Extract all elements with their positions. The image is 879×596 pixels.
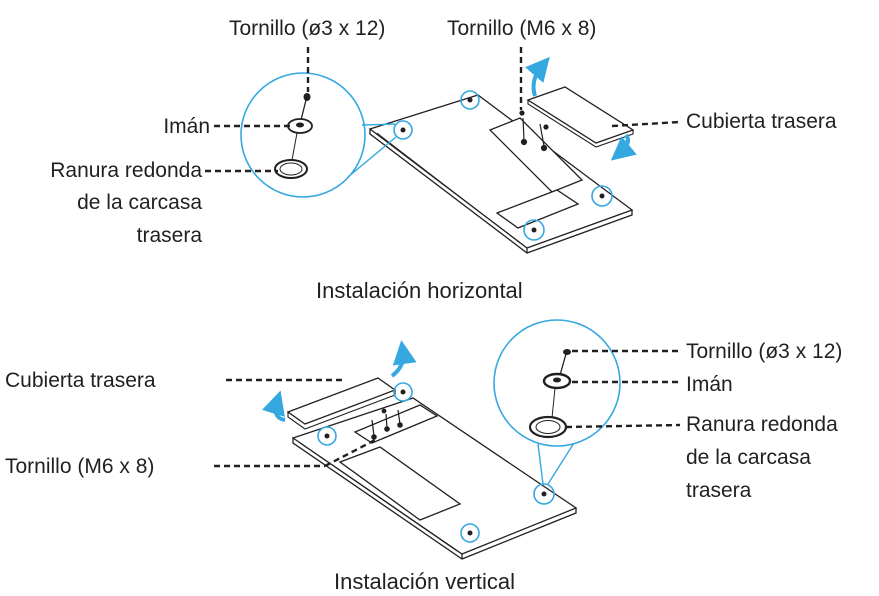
rotate-arrow-icon (610, 133, 637, 161)
horizontal-leader-lines (205, 47, 681, 173)
horizontal-caption: Instalación horizontal (316, 278, 523, 303)
m6-screws (371, 408, 403, 440)
slot-label-line1: Ranura redonda (50, 159, 202, 182)
magnet-label: Imán (163, 115, 210, 138)
screw-m6-label: Tornillo (M6 x 8) (5, 455, 155, 478)
magnet-screw-icons (400, 97, 605, 233)
m6-screws (519, 110, 549, 152)
vertical-panel (291, 397, 578, 560)
back-cover-label: Cubierta trasera (686, 110, 837, 133)
magnet-label: Imán (686, 373, 733, 396)
horizontal-detail-callout (240, 72, 397, 198)
rotate-arrow-icon (261, 390, 286, 422)
magnet-position-markers (317, 382, 555, 543)
vertical-detail-callout (493, 319, 621, 485)
slot-label-line3: trasera (136, 224, 202, 247)
screw-small-label: Tornillo (ø3 x 12) (686, 340, 843, 363)
screw-small-label: Tornillo (ø3 x 12) (229, 17, 386, 40)
rotate-arrow-icon (525, 56, 550, 97)
slot-label-line1: Ranura redonda (686, 413, 838, 436)
vertical-leader-lines (214, 349, 681, 468)
rotate-arrow-icon (390, 340, 417, 378)
screw-m6-label: Tornillo (M6 x 8) (447, 17, 597, 40)
slot-label-line2: de la carcasa (686, 446, 811, 469)
slot-label-line2: de la carcasa (77, 191, 202, 214)
horizontal-panel (368, 94, 634, 254)
slot-label-line3: trasera (686, 479, 752, 502)
vertical-installation (214, 319, 681, 560)
magnet-screw-icons (324, 389, 547, 536)
horizontal-installation (205, 47, 681, 254)
back-cover-label: Cubierta trasera (5, 369, 156, 392)
vertical-caption: Instalación vertical (334, 569, 515, 594)
horizontal-back-cover (526, 86, 635, 148)
magnet-position-markers (393, 90, 613, 241)
